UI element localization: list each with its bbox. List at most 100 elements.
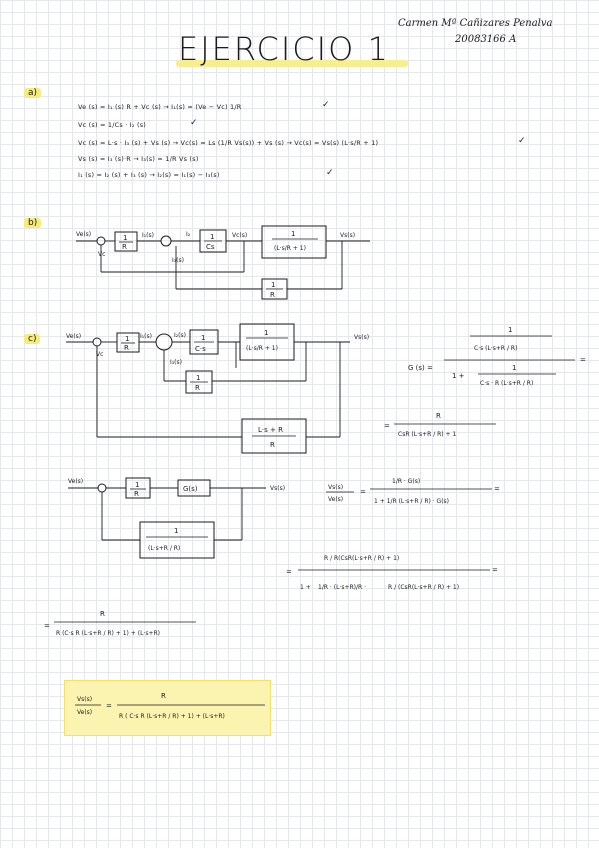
g-den-prefix: 1 + xyxy=(452,372,465,380)
page-title: EJERCICIO 1 xyxy=(178,30,390,68)
g-result-num: R xyxy=(436,412,441,420)
check-icon: ✓ xyxy=(518,136,526,146)
check-icon: ✓ xyxy=(322,100,330,110)
block-den: R xyxy=(195,384,200,392)
g-lhs: G (s) = xyxy=(408,364,433,372)
part-b-label: b) xyxy=(24,218,42,228)
g-result: = R CsR (L·s+R / R) + 1 xyxy=(384,412,496,438)
final-den: R ( C·s R (L·s+R / R) + 1) + (L·s+R) xyxy=(119,713,225,720)
summing-junction xyxy=(92,337,102,347)
summing-junction xyxy=(97,483,107,493)
eq-a-3: Vc (s) = L·s · I₃ (s) + Vs (s) → Vc(s) =… xyxy=(78,139,379,147)
signal-i2: I₂(s) xyxy=(174,332,186,339)
signal-ve: Ve(s) xyxy=(68,478,83,485)
signal-i1: I₁(s) xyxy=(142,232,154,239)
block-den: R xyxy=(134,490,139,498)
block-den: (L·s/R + 1) xyxy=(274,245,306,252)
signal-vc: Vc xyxy=(98,251,105,258)
block-num: 1 xyxy=(201,334,205,342)
signal-vc-s: Vc(s) xyxy=(232,232,247,239)
eq-a-1: Ve (s) = I₁ (s) R + Vc (s) → I₁(s) = (Ve… xyxy=(78,103,242,111)
block-num: 1 xyxy=(174,527,178,535)
eq-a-2: Vc (s) = 1/Cs · I₂ (s) xyxy=(78,121,147,129)
g-den-den: C·s · R (L·s+R / R) xyxy=(480,380,533,387)
block-feedback-ls-r xyxy=(241,418,307,454)
block-den: C·s xyxy=(195,345,206,353)
author-id: 20083166 A xyxy=(455,34,517,45)
step-2-expression: = R / R(CsR(L·s+R / R) + 1) 1 + 1/R · (L… xyxy=(286,555,498,591)
g-result-prefix: = xyxy=(384,422,390,430)
final-lhs-den: Ve(s) xyxy=(77,709,92,716)
block-num: L·s + R xyxy=(258,426,283,434)
step3-prefix: = xyxy=(44,622,50,630)
final-num: R xyxy=(161,692,166,700)
summing-junction xyxy=(160,235,172,247)
block-den: Cs xyxy=(206,243,215,251)
check-icon: ✓ xyxy=(326,168,334,178)
check-icon: ✓ xyxy=(190,118,198,128)
block-den: (L·s/R + 1) xyxy=(246,345,278,352)
part-a-label: a) xyxy=(24,88,42,98)
tf-lhs-den: Ve(s) xyxy=(328,496,343,503)
block-num: 1 xyxy=(264,329,268,337)
signal-i1: I₁(s) xyxy=(140,333,152,340)
signal-vs: Vs(s) xyxy=(340,232,355,239)
final-lhs-num: Vs(s) xyxy=(77,696,92,703)
final-result-box: Vs(s) Ve(s) = R R ( C·s R (L·s+R / R) + … xyxy=(64,680,271,736)
step2-tail: = xyxy=(492,566,498,574)
summing-junction xyxy=(155,333,173,351)
signal-i3: I₃(s) xyxy=(170,359,182,366)
block-diagram-c2: Ve(s) 1 R G(s) Vs(s) 1 (L·s+R / R) xyxy=(68,477,285,559)
block-1-over-r xyxy=(114,231,138,252)
signal-vs: Vs(s) xyxy=(270,485,285,492)
block-num: 1 xyxy=(291,230,295,238)
title-highlight xyxy=(176,60,408,67)
author-name: Carmen Mª Cañizares Penalva xyxy=(398,18,553,29)
block-1-over-r xyxy=(116,332,140,353)
step3-num: R xyxy=(100,610,105,618)
signal-ve: Ve(s) xyxy=(66,333,81,340)
step2-den-mid: 1/R · (L·s+R)/R · xyxy=(318,584,366,591)
g-expression: G (s) = 1 C·s (L·s+R / R) 1 + 1 C·s · R … xyxy=(408,326,586,387)
tf-tail: = xyxy=(494,485,500,493)
final-eq: = xyxy=(106,702,112,710)
step3-den: R (C·s R (L·s+R / R) + 1) + (L·s+R) xyxy=(56,630,160,637)
g-den-num: 1 xyxy=(512,364,516,372)
block-num: 1 xyxy=(196,374,200,382)
signal-i3: I₃(s) xyxy=(172,257,184,264)
summing-junction xyxy=(96,236,106,246)
g-tail: = xyxy=(580,356,586,364)
g-num-den: C·s (L·s+R / R) xyxy=(474,345,517,352)
block-1-over-ls-r xyxy=(261,225,327,259)
part-c-label: c) xyxy=(24,334,41,344)
step-3-expression: = R R (C·s R (L·s+R / R) + 1) + (L·s+R) xyxy=(44,610,196,637)
block-den: R xyxy=(122,243,127,251)
g-result-den: CsR (L·s+R / R) + 1 xyxy=(398,431,456,438)
block-num: 1 xyxy=(210,233,214,241)
block-num: 1 xyxy=(135,481,139,489)
block-num: 1 xyxy=(123,234,127,242)
tf-eq: = xyxy=(360,488,366,496)
block-den: R xyxy=(270,291,275,299)
block-num: 1 xyxy=(125,335,129,343)
signal-vs: Vs(s) xyxy=(354,334,369,341)
block-num: 1 xyxy=(271,281,275,289)
step2-den-prefix: 1 + xyxy=(300,584,311,591)
block-diagram-b: Ve(s) Vc 1 R I₁(s) I₃(s) I₂ 1 Cs Vc(s) 1… xyxy=(76,225,370,300)
step2-den-tail: R / (CsR(L·s+R / R) + 1) xyxy=(388,584,459,591)
tf-den: 1 + 1/R (L·s+R / R) · G(s) xyxy=(374,498,449,505)
final-result-formula: Vs(s) Ve(s) = R R ( C·s R (L·s+R / R) + … xyxy=(75,692,265,720)
signal-vc: Vc xyxy=(96,351,103,358)
eq-a-5: I₁ (s) = I₂ (s) + I₃ (s) → I₂(s) = I₁(s)… xyxy=(78,171,220,179)
step2-prefix: = xyxy=(286,568,292,576)
eq-a-4: Vs (s) = I₃ (s)·R → I₃(s) = 1/R Vs (s) xyxy=(78,155,199,163)
signal-i2: I₂ xyxy=(186,231,191,238)
step2-num: R / R(CsR(L·s+R / R) + 1) xyxy=(324,555,399,562)
g-num-num: 1 xyxy=(508,326,512,334)
block-diagram-c1: Ve(s) Vc 1 R I₁(s) I₃(s) I₂(s) 1 C·s 1 (… xyxy=(66,323,369,454)
block-g-label: G(s) xyxy=(183,485,198,493)
block-feedback-1-over-r xyxy=(185,370,213,394)
block-den: (L·s+R / R) xyxy=(148,545,180,552)
